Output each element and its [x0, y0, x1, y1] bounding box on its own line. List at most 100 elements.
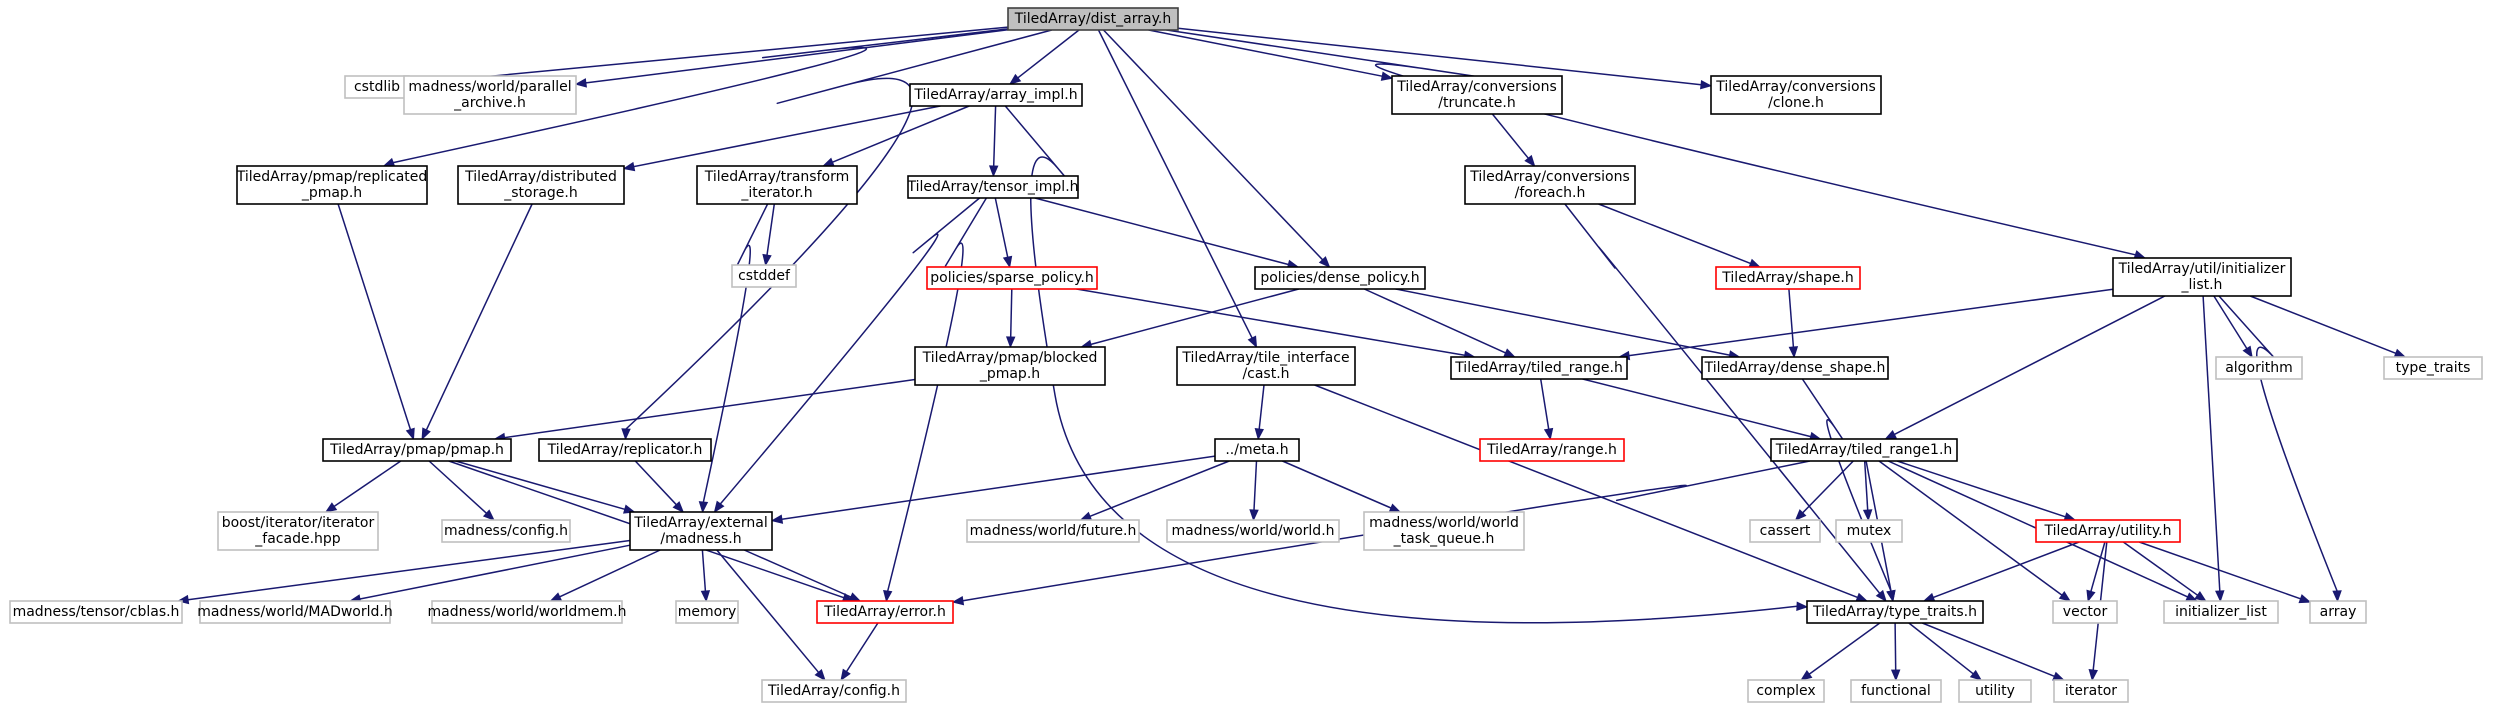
- node-label: _facade.hpp: [254, 531, 340, 547]
- node-label: _pmap.h: [301, 185, 362, 201]
- node-algorithm: algorithm: [2215, 356, 2303, 380]
- node-type-traits-std: type_traits: [2383, 356, 2483, 380]
- arrowhead-dist_array-to-mw_parallel_archive: [574, 78, 587, 88]
- node-tile-interface-cast[interactable]: TiledArray/tile_interface/cast.h: [1176, 346, 1356, 386]
- node-label: cstdlib: [354, 79, 400, 95]
- edge-tiled_range1-to-utility_h: [1896, 460, 2066, 518]
- edge-pmap_pmap-to-madness_config: [428, 460, 488, 514]
- node-box: [1363, 511, 1525, 551]
- node-cstdlib: cstdlib: [344, 75, 410, 99]
- node-label: TiledArray/pmap/replicated: [236, 169, 428, 185]
- node-label: TiledArray/tile_interface: [1181, 350, 1349, 366]
- arrowhead-external_madness-to-ta_config: [814, 668, 826, 682]
- node-box: [236, 165, 428, 205]
- node-ta-config: TiledArray/config.h: [761, 679, 907, 703]
- edge-pmap_pmap-to-external_madness: [455, 460, 626, 511]
- node-error-h[interactable]: TiledArray/error.h: [816, 600, 954, 624]
- arrowhead-dense_policy-to-tiled_range: [1503, 348, 1516, 358]
- edge-error_h-to-ta_config: [845, 622, 879, 673]
- arrowhead-tiled_range-to-range: [1543, 427, 1554, 441]
- arrowhead-transform_iterator-to-external_madness: [698, 501, 709, 514]
- node-label: utility: [1975, 683, 2015, 699]
- edge-dense_policy-to-tiled_range: [1363, 288, 1506, 354]
- node-label: TiledArray/conversions: [1396, 79, 1557, 95]
- node-utility-h[interactable]: TiledArray/utility.h: [2035, 519, 2181, 543]
- node-array-impl[interactable]: TiledArray/array_impl.h: [909, 83, 1083, 107]
- edge-blocked_pmap-to-pmap_pmap: [504, 378, 916, 439]
- node-conv-truncate[interactable]: TiledArray/conversions/truncate.h: [1391, 75, 1563, 115]
- edge-initializer_list_h-to-initializer_list_std: [2202, 295, 2221, 592]
- node-box: [909, 83, 1083, 107]
- node-box: [199, 600, 391, 624]
- node-box: [431, 600, 623, 624]
- edge-tiled_range-to-tiled_range1: [1582, 378, 1811, 438]
- node-box: [217, 511, 379, 551]
- node-mw-world-task-queue: madness/world/world_task_queue.h: [1363, 511, 1525, 551]
- edge-tensor_impl-to-sparse_policy: [994, 197, 1009, 258]
- node-initializer-list-std: initializer_list: [2163, 600, 2279, 624]
- node-distributed-storage[interactable]: TiledArray/distributed_storage.h: [457, 165, 625, 205]
- edge-dist_array-to-conv_clone: [1177, 27, 1702, 86]
- edge-replicator-to-external_madness: [634, 460, 677, 506]
- arrowhead-meta-to-mw_world: [1249, 509, 1259, 522]
- edge-tiled_range1-to-cassert: [1802, 460, 1854, 514]
- node-mutex: mutex: [1835, 519, 1903, 543]
- node-vector: vector: [2052, 600, 2118, 624]
- node-conv-clone[interactable]: TiledArray/conversions/clone.h: [1710, 75, 1882, 115]
- edge-sparse_policy-to-tiled_range: [1076, 288, 1465, 357]
- edge-transform_iterator-to-external_madness: [702, 203, 769, 503]
- edge-initializer_list_h-to-array_std: [2218, 295, 2338, 592]
- node-label: _list.h: [2181, 277, 2223, 293]
- node-replicator[interactable]: TiledArray/replicator.h: [538, 438, 712, 462]
- node-label: madness/world/world: [1369, 515, 1519, 531]
- node-initializer-list-h[interactable]: TiledArray/util/initializer_list.h: [2112, 257, 2292, 297]
- node-range[interactable]: TiledArray/range.h: [1479, 438, 1625, 462]
- node-box: [1450, 356, 1628, 380]
- node-array-std: array: [2309, 600, 2367, 624]
- node-label: /foreach.h: [1515, 185, 1586, 201]
- arrowhead-initializer_list_h-to-algorithm: [2242, 345, 2253, 359]
- node-pmap-replicated[interactable]: TiledArray/pmap/replicated_pmap.h: [236, 165, 428, 205]
- edge-meta-to-mw_future: [1089, 460, 1230, 517]
- arrowhead-dist_array-to-conv_truncate: [1380, 71, 1394, 81]
- node-label: madness/config.h: [444, 523, 568, 539]
- edge-dense_shape-to-type_traits_h: [1801, 378, 1892, 592]
- node-blocked-pmap[interactable]: TiledArray/pmap/blocked_pmap.h: [914, 346, 1106, 386]
- arrowhead-utility_h-to-iterator: [2088, 669, 2098, 682]
- node-box: [761, 679, 907, 703]
- node-dense-policy[interactable]: policies/dense_policy.h: [1254, 266, 1426, 290]
- node-label: /truncate.h: [1438, 95, 1515, 111]
- node-box: [1464, 165, 1636, 205]
- node-type-traits-h[interactable]: TiledArray/type_traits.h: [1806, 600, 1984, 624]
- node-tiled-range[interactable]: TiledArray/tiled_range.h: [1450, 356, 1628, 380]
- node-mw-parallel-archive: madness/world/parallel_archive.h: [403, 75, 577, 115]
- node-pmap-pmap[interactable]: TiledArray/pmap/pmap.h: [322, 438, 512, 462]
- node-transform-iterator[interactable]: TiledArray/transform_iterator.h: [696, 165, 858, 205]
- node-memory: memory: [675, 600, 739, 624]
- arrowhead-initializer_list_h-to-type_traits_std: [2393, 348, 2407, 358]
- node-box: [1749, 519, 1821, 543]
- node-dense-shape[interactable]: TiledArray/dense_shape.h: [1701, 356, 1889, 380]
- node-madness-config: madness/config.h: [441, 519, 571, 543]
- node-label: TiledArray/tensor_impl.h: [906, 179, 1078, 195]
- arrowhead-meta-to-external_madness: [770, 514, 784, 524]
- arrowhead-external_madness-to-memory: [700, 590, 711, 603]
- node-label: TiledArray/tiled_range1.h: [1775, 442, 1953, 458]
- node-sparse-policy[interactable]: policies/sparse_policy.h: [926, 266, 1098, 290]
- arrowhead-error_h-to-ta_config: [840, 668, 851, 682]
- edge-dist_array-to-replicator: [625, 29, 1052, 430]
- node-tensor-impl[interactable]: TiledArray/tensor_impl.h: [906, 175, 1079, 199]
- node-dist-array[interactable]: TiledArray/dist_array.h: [1007, 7, 1179, 31]
- node-box: [675, 600, 739, 624]
- edge-type_traits_h-to-utility_std: [1908, 622, 1974, 675]
- node-box: [441, 519, 571, 543]
- node-external-madness[interactable]: TiledArray/external/madness.h: [629, 511, 773, 551]
- edge-meta-to-mw_world: [1253, 460, 1258, 511]
- node-tiled-range1[interactable]: TiledArray/tiled_range1.h: [1770, 438, 1958, 462]
- edge-dist_array-to-initializer_list_h: [1166, 29, 2136, 256]
- node-shape[interactable]: TiledArray/shape.h: [1715, 266, 1861, 290]
- node-meta[interactable]: ../meta.h: [1214, 438, 1300, 462]
- node-conv-foreach[interactable]: TiledArray/conversions/foreach.h: [1464, 165, 1636, 205]
- edge-dist_array-to-tile_interface_cast: [1097, 29, 1253, 339]
- node-box: [1391, 75, 1563, 115]
